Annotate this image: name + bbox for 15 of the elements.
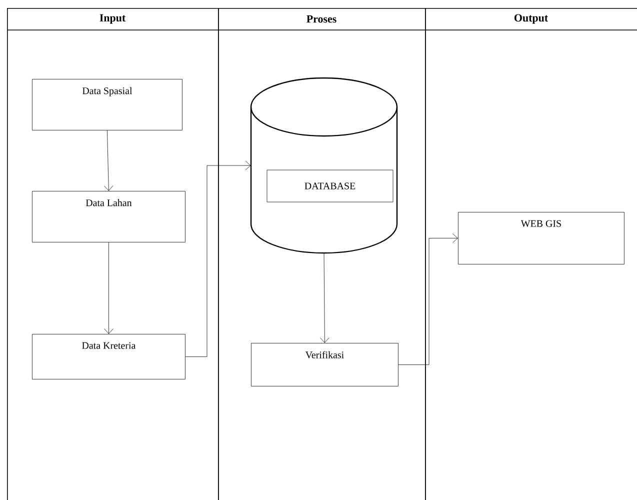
- process-box: Verifikasi: [251, 343, 398, 386]
- lane-heading: Output: [514, 14, 548, 24]
- lane-heading: Proses: [306, 15, 336, 23]
- lane-heading: Input: [100, 14, 126, 24]
- arrow: [185, 160, 251, 357]
- process-box: WEB GIS: [458, 212, 624, 264]
- label-box: DATABASE: [266, 170, 394, 202]
- process-box: Data Lahan: [32, 191, 186, 242]
- database-cylinder: [250, 77, 398, 254]
- arrow: [104, 242, 114, 334]
- process-box: Data Spasial: [32, 79, 182, 130]
- arrow: [320, 253, 330, 343]
- arrow: [104, 130, 114, 191]
- arrow: [398, 234, 458, 365]
- process-box: Data Kreteria: [32, 334, 186, 380]
